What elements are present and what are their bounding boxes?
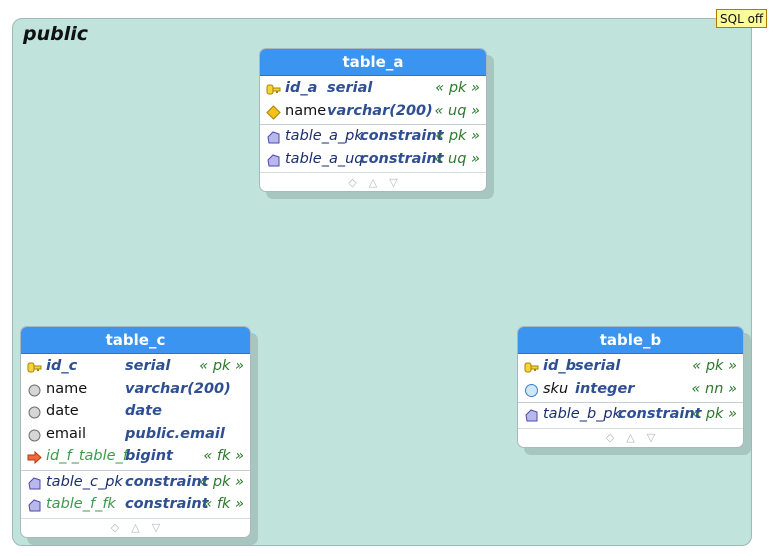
column-type: serial	[575, 358, 621, 374]
unique-key-icon	[266, 104, 281, 120]
column-row-email[interactable]: email public.email	[21, 424, 250, 447]
column-name: name	[285, 102, 327, 119]
constraint-name: table_b_pk	[543, 406, 622, 422]
column-type: public.email	[125, 425, 225, 442]
column-name: id_f_table_f	[46, 448, 128, 464]
column-row-date[interactable]: date date	[21, 401, 250, 424]
collapse-diamond-icon[interactable]: ◇	[605, 431, 615, 444]
constraint-icon	[525, 409, 538, 422]
constraint-name: table_a_uq	[285, 150, 364, 167]
constraint-kind: « pk »	[435, 128, 480, 144]
constraint-type: constraint	[125, 473, 209, 490]
column-constraint: « pk »	[692, 358, 737, 374]
table-b[interactable]: table_b id_b serial « pk » sku integer «…	[517, 326, 744, 448]
table-a[interactable]: table_a id_a serial « pk » name varchar(…	[259, 48, 487, 192]
not-null-icon	[525, 383, 538, 397]
column-type: date	[125, 403, 162, 419]
column-type: varchar(200)	[327, 102, 433, 119]
table-expander[interactable]: ◇ △ ▽	[518, 427, 743, 447]
constraint-type: constraint	[618, 406, 702, 422]
column-constraint: « pk »	[435, 80, 480, 96]
column-row-name[interactable]: name varchar(200) « uq »	[260, 101, 486, 124]
constraint-icon	[267, 131, 280, 144]
next-page-icon[interactable]: ▽	[646, 431, 656, 444]
column-constraint: « nn »	[691, 380, 738, 397]
column-row-sku[interactable]: sku integer « nn »	[518, 379, 743, 402]
column-name: email	[46, 425, 86, 442]
column-constraint: « fk »	[203, 448, 244, 464]
schema-title: public	[23, 23, 89, 45]
constraint-row-table-a-uq[interactable]: table_a_uq constraint « uq »	[260, 149, 486, 172]
column-name: name	[46, 380, 88, 397]
previous-page-icon[interactable]: △	[626, 431, 635, 444]
column-row-name[interactable]: name varchar(200)	[21, 379, 250, 402]
constraint-icon	[267, 153, 280, 166]
constraint-row-table-c-pk[interactable]: table_c_pk constraint « pk »	[21, 472, 250, 495]
table-b-title: table_b	[518, 327, 743, 354]
column-type: varchar(200)	[125, 380, 231, 397]
table-a-title: table_a	[260, 49, 486, 76]
table-c[interactable]: table_c id_c serial « pk » name varchar(…	[20, 326, 251, 538]
column-name: id_c	[46, 358, 78, 374]
previous-page-icon[interactable]: △	[368, 175, 378, 189]
primary-key-icon	[27, 362, 42, 373]
constraint-kind: « uq »	[434, 150, 480, 167]
previous-page-icon[interactable]: △	[131, 521, 140, 534]
column-type: serial	[125, 358, 171, 374]
table-expander[interactable]: ◇ △ ▽	[260, 172, 486, 191]
column-row-id-b[interactable]: id_b serial « pk »	[518, 356, 743, 379]
column-constraint: « uq »	[434, 102, 480, 119]
column-type: serial	[327, 80, 373, 96]
constraint-kind: « pk »	[199, 473, 244, 490]
constraint-type: constraint	[360, 128, 444, 144]
constraint-type: constraint	[125, 496, 209, 512]
table-expander[interactable]: ◇ △ ▽	[21, 517, 250, 537]
constraint-name: table_f_fk	[46, 496, 116, 512]
column-name: sku	[543, 380, 569, 397]
constraint-icon	[28, 476, 41, 489]
column-name: id_a	[285, 80, 318, 96]
constraint-name: table_a_pk	[285, 128, 363, 144]
column-row-id-c[interactable]: id_c serial « pk »	[21, 356, 250, 379]
primary-key-icon	[266, 84, 281, 95]
column-constraint: « pk »	[199, 358, 244, 374]
collapse-diamond-icon[interactable]: ◇	[348, 175, 357, 189]
column-row-id-a[interactable]: id_a serial « pk »	[260, 78, 486, 101]
constraint-row-table-b-pk[interactable]: table_b_pk constraint « pk »	[518, 404, 743, 427]
column-row-id-f-table-f[interactable]: id_f_table_f bigint « fk »	[21, 446, 250, 469]
column-icon	[28, 406, 41, 419]
table-c-title: table_c	[21, 327, 250, 354]
section-divider	[518, 402, 743, 403]
constraint-row-table-f-fk[interactable]: table_f_fk constraint « fk »	[21, 494, 250, 517]
column-type: integer	[575, 380, 635, 397]
constraint-kind: « pk »	[692, 406, 737, 422]
column-name: date	[46, 403, 79, 419]
collapse-diamond-icon[interactable]: ◇	[110, 521, 120, 534]
column-icon	[28, 429, 41, 441]
constraint-row-table-a-pk[interactable]: table_a_pk constraint « pk »	[260, 126, 486, 149]
section-divider	[21, 469, 250, 471]
column-icon	[28, 384, 41, 396]
constraint-icon	[28, 499, 41, 512]
constraint-kind: « fk »	[203, 496, 244, 512]
next-page-icon[interactable]: ▽	[151, 521, 161, 534]
constraint-type: constraint	[360, 150, 444, 167]
sql-off-badge[interactable]: SQL off	[716, 9, 768, 28]
column-name: id_b	[543, 358, 576, 374]
column-type: bigint	[125, 448, 173, 464]
primary-key-icon	[524, 362, 539, 373]
next-page-icon[interactable]: ▽	[389, 175, 398, 189]
constraint-name: table_c_pk	[46, 473, 123, 490]
foreign-key-arrow-icon	[27, 450, 42, 465]
section-divider	[260, 124, 486, 125]
